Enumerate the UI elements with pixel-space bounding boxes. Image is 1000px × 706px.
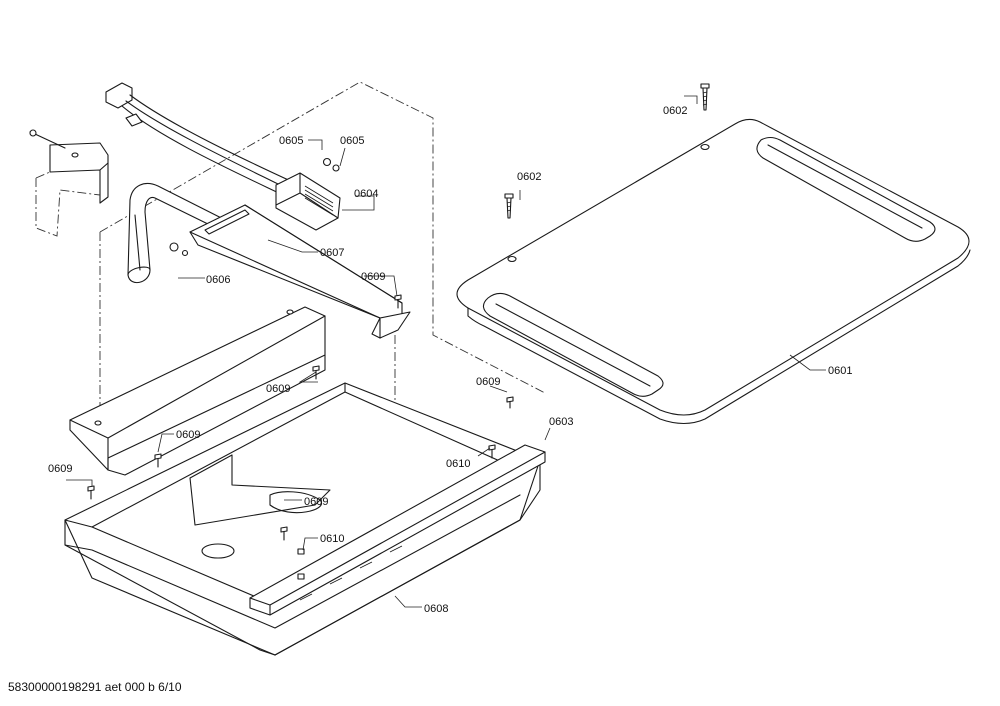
cover-plate (456, 118, 971, 425)
label-0604: 0604 (354, 188, 378, 200)
label-0609-left: 0609 (176, 429, 200, 441)
label-0601: 0601 (828, 365, 852, 377)
small-bracket (29, 129, 109, 237)
small-screws (87, 294, 514, 580)
flue-tube-bracket (127, 182, 411, 339)
label-0603: 0603 (549, 416, 573, 428)
leader-lines (66, 95, 826, 608)
label-0602-top: 0602 (663, 105, 687, 117)
cross-member (69, 306, 326, 476)
part-labels: 0605 0605 0604 0602 0602 0607 0606 0609 … (48, 105, 852, 615)
label-0609-upper: 0609 (361, 271, 385, 283)
label-0608: 0608 (424, 603, 448, 615)
label-0607: 0607 (320, 247, 344, 259)
label-0609-middle: 0609 (266, 383, 290, 395)
screw-0602-left (504, 193, 517, 263)
label-0605-right: 0605 (340, 135, 364, 147)
drawing-id-footer: 58300000198291 aet 000 b 6/10 (8, 680, 182, 694)
screw-0602-top (700, 83, 710, 151)
label-0602-left: 0602 (517, 171, 541, 183)
label-0609-far-left: 0609 (48, 463, 72, 475)
label-0609-right: 0609 (476, 376, 500, 388)
label-0609-pan: 0609 (304, 496, 328, 508)
front-rail (249, 444, 546, 616)
label-0606: 0606 (206, 274, 230, 286)
label-0605-left: 0605 (279, 135, 303, 147)
label-0610-right: 0610 (446, 458, 470, 470)
label-0610-left: 0610 (320, 533, 344, 545)
wiring-harness (105, 82, 341, 231)
